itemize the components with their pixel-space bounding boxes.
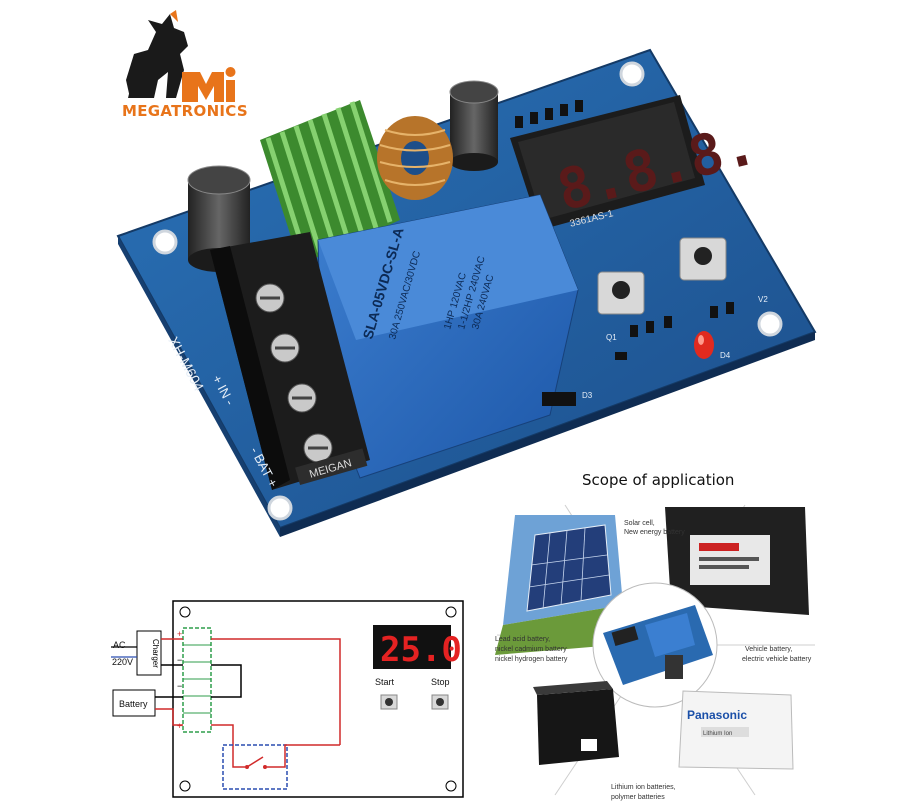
horse-logo-icon (126, 10, 236, 102)
svg-text:D3: D3 (582, 391, 593, 400)
terminal-block (182, 627, 212, 733)
vehicle-label-2: electric vehicle battery (742, 656, 812, 663)
svg-text:−: − (177, 681, 182, 691)
diode (542, 392, 576, 406)
svg-text:Lithium Ion: Lithium Ion (703, 731, 732, 737)
start-label: Start (375, 677, 395, 687)
capacitor-right (449, 80, 499, 171)
ac-label: AC (113, 640, 126, 650)
stop-label: Stop (431, 677, 450, 687)
svg-text:V2: V2 (758, 295, 768, 304)
scope-title: Scope of application (582, 471, 735, 489)
board-push-button (597, 271, 645, 315)
svg-text:Charger: Charger (151, 639, 160, 668)
battery-label: Battery (119, 699, 148, 709)
vehicle-battery-image (665, 507, 809, 615)
svg-text:25.0: 25.0 (380, 630, 462, 670)
inductor (377, 116, 453, 200)
lithium-label-1: Lithium ion batteries, (611, 784, 676, 791)
heatsink (260, 100, 400, 265)
battery-box (112, 689, 156, 717)
mount-hole (619, 61, 645, 87)
brand-name: MEGATRONICS (122, 102, 248, 120)
solar-label-1: Solar cell, (624, 520, 655, 527)
voltage-label: 220V (112, 657, 134, 667)
svg-text:−: − (177, 655, 182, 665)
lead-acid-battery-image (533, 681, 619, 765)
lithium-label-2: polymer batteries (611, 794, 665, 801)
solar-panel-image (495, 515, 623, 655)
lead-label-2: nickel cadmium battery (495, 646, 567, 653)
svg-text:Q1: Q1 (606, 333, 617, 342)
svg-text:D4: D4 (720, 351, 731, 360)
svg-text:+: + (177, 629, 182, 639)
lithium-battery-image (678, 690, 794, 770)
screw-terminal-block: MEIGAN (210, 232, 370, 490)
charger-box (136, 630, 162, 676)
svg-text:Panasonic: Panasonic (687, 708, 747, 722)
wiring-diagram: + − − + Charger 25.0 (105, 595, 475, 805)
module-thumbnail (603, 605, 713, 685)
mount-hole (757, 311, 783, 337)
solar-label-2: New energy battery (624, 529, 685, 536)
svg-text:+: + (177, 721, 182, 731)
relay: SLA-05VDC-SL-A 30A 250VAC/30VDC 1HP 120V… (317, 194, 579, 479)
lead-label-3: nickel hydrogen battery (495, 656, 568, 663)
board-push-button (679, 237, 727, 281)
mount-hole (267, 495, 293, 521)
lead-label-1: Lead acid battery, (495, 636, 551, 643)
relay-switch-box (222, 744, 288, 790)
brand-logo: MEGATRONICS (118, 10, 248, 122)
mount-hole (152, 229, 178, 255)
red-led (694, 331, 714, 359)
scope-illustration: Panasonic Lithium Ion Solar cell, New en… (495, 495, 817, 805)
module-board-photo: 8.8.8. 3361AS-1 SLA-05VDC-SL-A 30A 250VA… (110, 40, 820, 540)
vehicle-label-1: Vehicle battery, (745, 646, 793, 653)
diagram-display (373, 625, 451, 669)
